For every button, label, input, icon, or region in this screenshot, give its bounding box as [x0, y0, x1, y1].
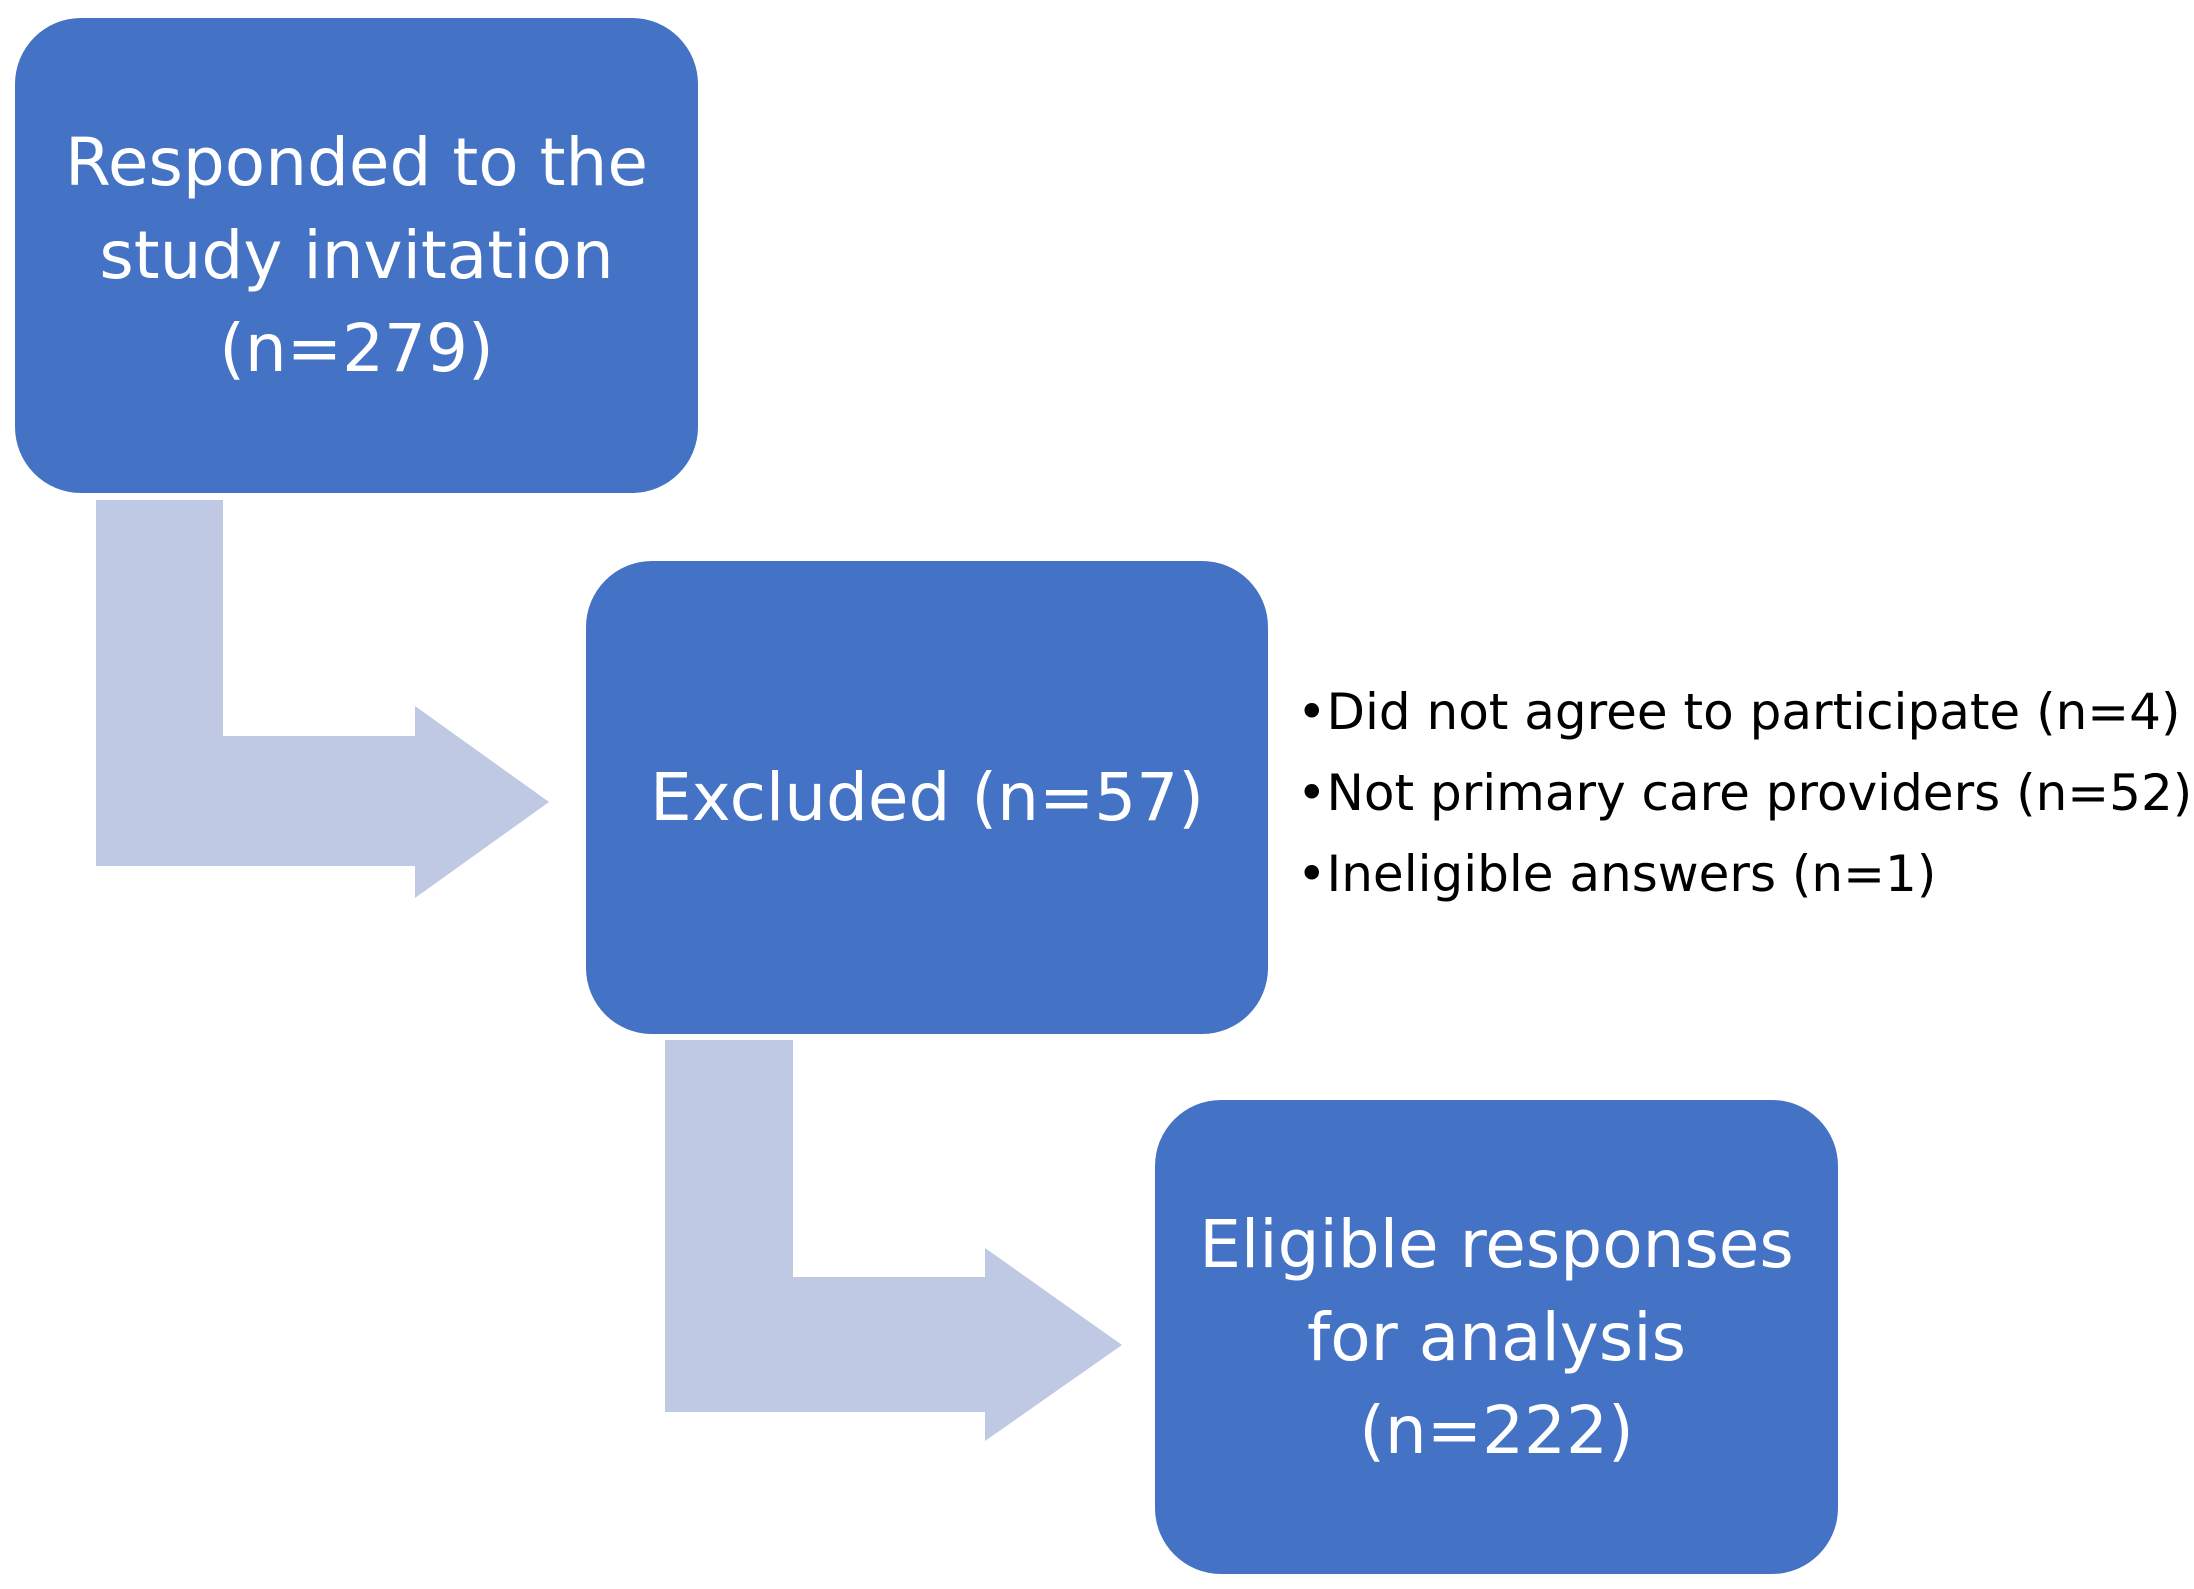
exclusion-reasons-list: •Did not agree to participate (n=4) •Not…: [1297, 672, 2192, 915]
exclusion-reason-item: •Did not agree to participate (n=4): [1297, 683, 2181, 741]
excluded-box: Excluded (n=57): [586, 561, 1268, 1034]
responded-line-3: (n=279): [219, 310, 494, 387]
excluded-line-1: Excluded (n=57): [649, 759, 1205, 836]
bent-arrow-excluded-to-eligible: [665, 1040, 1122, 1441]
responded-line-2: study invitation: [99, 217, 614, 294]
responded-box: Responded to the study invitation (n=279…: [15, 18, 698, 493]
eligible-box: Eligible responses for analysis (n=222): [1155, 1100, 1838, 1574]
bent-arrow-responded-to-excluded: [96, 500, 549, 898]
exclusion-reason-item: •Not primary care providers (n=52): [1297, 764, 2193, 822]
eligible-line-2: for analysis: [1307, 1298, 1686, 1376]
eligible-line-3: (n=222): [1359, 1391, 1634, 1469]
eligible-line-1: Eligible responses: [1199, 1205, 1794, 1283]
responded-line-1: Responded to the: [65, 124, 648, 201]
exclusion-reason-item: •Ineligible answers (n=1): [1297, 845, 1937, 903]
